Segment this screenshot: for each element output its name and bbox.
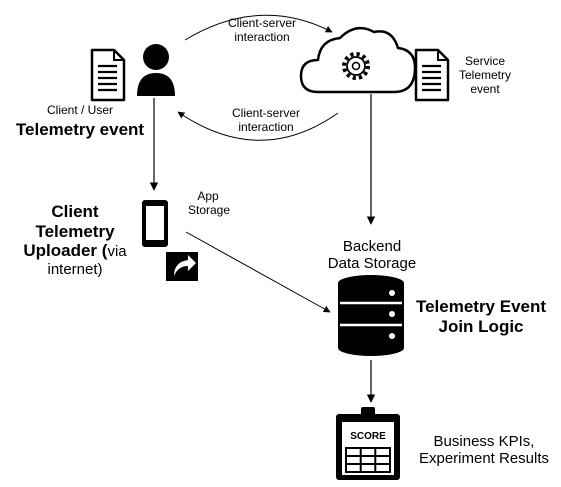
service-telemetry-line: Service (464, 54, 505, 68)
join-logic-label: Telemetry Event Join Logic (406, 297, 556, 336)
backend-line: Data Storage (327, 255, 417, 273)
edge-label-line: Client-server (231, 106, 300, 120)
arrow-server-to-client (177, 111, 339, 141)
app-storage-line: App (197, 189, 219, 203)
join-logic-line: Join Logic (438, 316, 524, 336)
results-label: Business KPIs, Experiment Results (410, 433, 558, 468)
scorecard-icon: SCORE (336, 407, 400, 480)
service-telemetry-label: Service Telemetry event (450, 54, 520, 96)
results-line: Experiment Results (418, 450, 550, 468)
uploader-line: Telemetry (35, 221, 115, 241)
scorecard-badge: SCORE (350, 431, 386, 442)
client-telemetry-event-title: Telemetry event (15, 119, 145, 139)
edge-label-server-to-client: Client-server interaction (226, 106, 306, 135)
arrow-phone-to-database (185, 231, 331, 313)
user-icon (137, 44, 175, 96)
uploader-label: Client Telemetry Uploader (via internet) (8, 202, 142, 278)
app-storage-line: Storage (188, 202, 231, 217)
uploader-line-normal: via (107, 243, 127, 261)
edge-label-line: interaction (238, 119, 294, 134)
service-telemetry-line: Telemetry (458, 67, 511, 82)
edge-label-client-to-server: Client-server interaction (222, 16, 302, 45)
database-icon (338, 275, 404, 356)
join-logic-line: Telemetry Event (415, 297, 547, 316)
backend-label: Backend Data Storage (305, 238, 439, 273)
uploader-line-bold: Uploader ( (23, 241, 108, 261)
results-line: Business KPIs, (433, 433, 535, 450)
client-user-caption: Client / User (46, 103, 114, 117)
document-icon (90, 48, 126, 102)
share-icon (166, 252, 198, 281)
backend-line: Backend (342, 238, 402, 255)
smartphone-icon (142, 200, 168, 247)
edge-label-line: interaction (234, 29, 290, 44)
arrow-client-to-server (184, 14, 333, 41)
uploader-line: internet) (47, 260, 103, 278)
client-user-label: Client / User Telemetry event (5, 103, 155, 139)
document-icon (414, 48, 450, 102)
app-storage-label: App Storage (188, 189, 231, 218)
cloud-gear-icon (299, 26, 417, 94)
uploader-line: Client (51, 202, 99, 221)
edge-label-line: Client-server (227, 16, 296, 30)
service-telemetry-line: event (470, 81, 500, 96)
